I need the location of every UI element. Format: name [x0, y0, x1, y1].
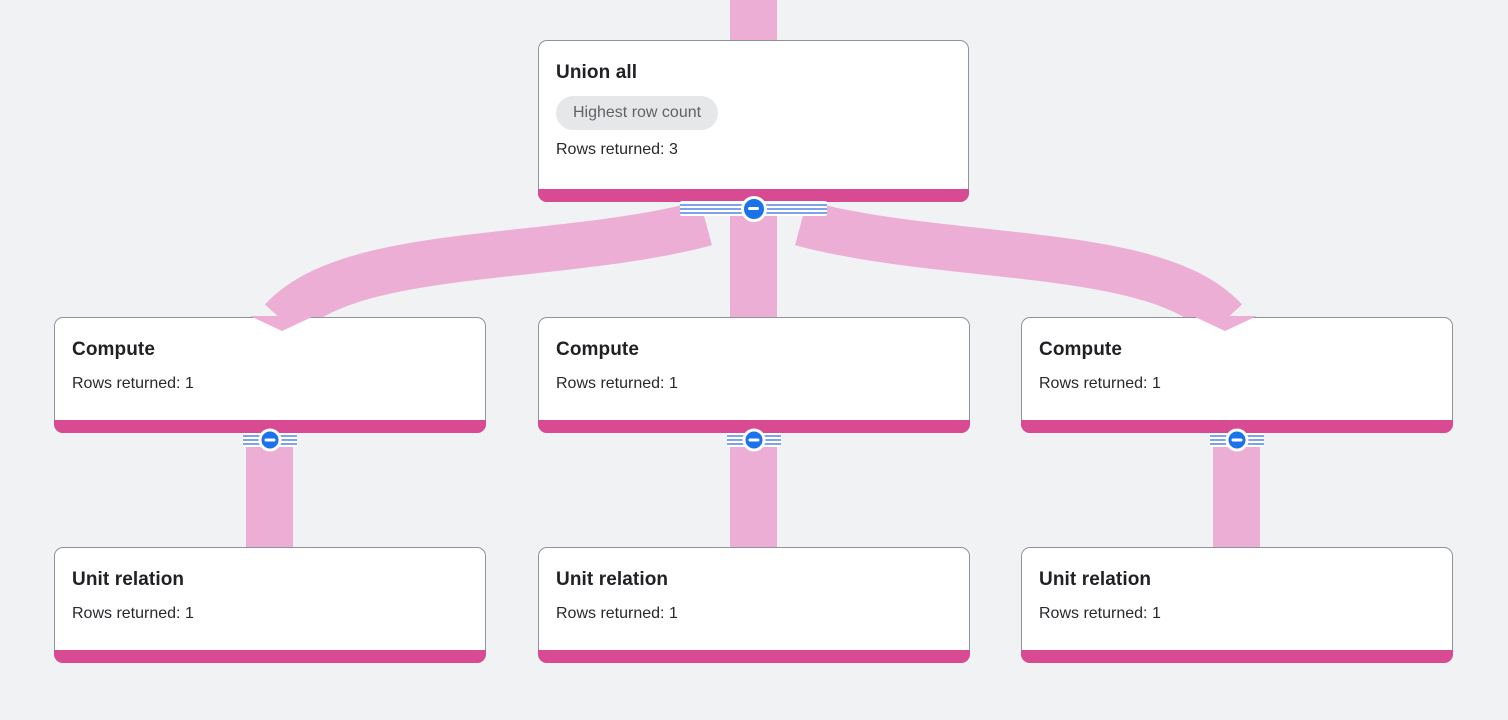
edge-union-to-compute-middle — [730, 204, 777, 318]
node-unit-relation-left[interactable]: Unit relation Rows returned: 1 — [54, 547, 486, 663]
node-title: Unit relation — [72, 569, 185, 590]
node-accent-bar — [1021, 420, 1453, 433]
minus-icon[interactable] — [740, 195, 767, 222]
minus-icon[interactable] — [1225, 428, 1249, 452]
node-title: Compute — [72, 339, 156, 360]
edge-union-to-compute-right — [795, 200, 1243, 337]
rows-returned-label: Rows returned: 1 — [72, 375, 194, 392]
node-union-all[interactable]: Union all Highest row count Rows returne… — [538, 40, 969, 202]
node-title: Compute — [1039, 339, 1123, 360]
highest-row-count-badge: Highest row count — [556, 96, 719, 130]
node-compute-middle[interactable]: Compute Rows returned: 1 — [538, 317, 970, 433]
rows-returned-label: Rows returned: 1 — [1039, 375, 1161, 392]
edge-incoming-top — [730, 0, 777, 44]
rows-returned-label: Rows returned: 1 — [556, 605, 678, 622]
collapse-button-compute-left[interactable] — [243, 428, 297, 452]
node-compute-right[interactable]: Compute Rows returned: 1 — [1021, 317, 1453, 433]
rows-returned-label: Rows returned: 3 — [556, 141, 678, 158]
node-accent-bar — [54, 650, 486, 663]
collapse-button-union[interactable] — [680, 195, 827, 222]
rows-returned-label: Rows returned: 1 — [1039, 605, 1161, 622]
node-unit-relation-middle[interactable]: Unit relation Rows returned: 1 — [538, 547, 970, 663]
node-unit-relation-right[interactable]: Unit relation Rows returned: 1 — [1021, 547, 1453, 663]
node-accent-bar — [54, 420, 486, 433]
node-compute-left[interactable]: Compute Rows returned: 1 — [54, 317, 486, 433]
rows-returned-label: Rows returned: 1 — [556, 375, 678, 392]
node-accent-bar — [538, 650, 970, 663]
edge-compute-middle-to-unit-middle — [730, 442, 777, 548]
node-accent-bar — [538, 420, 970, 433]
minus-icon[interactable] — [742, 428, 766, 452]
edge-union-to-compute-left — [264, 200, 712, 337]
edge-compute-right-to-unit-right — [1213, 442, 1260, 548]
rows-returned-label: Rows returned: 1 — [72, 605, 194, 622]
edge-arrow-left — [250, 316, 314, 331]
node-title: Compute — [556, 339, 640, 360]
edge-compute-left-to-unit-left — [246, 442, 293, 548]
node-title: Union all — [556, 62, 638, 83]
collapse-button-compute-right[interactable] — [1210, 428, 1264, 452]
collapse-button-compute-middle[interactable] — [727, 428, 781, 452]
node-title: Unit relation — [556, 569, 669, 590]
edge-arrow-right — [1193, 316, 1257, 331]
node-accent-bar — [1021, 650, 1453, 663]
minus-icon[interactable] — [258, 428, 282, 452]
node-title: Unit relation — [1039, 569, 1152, 590]
